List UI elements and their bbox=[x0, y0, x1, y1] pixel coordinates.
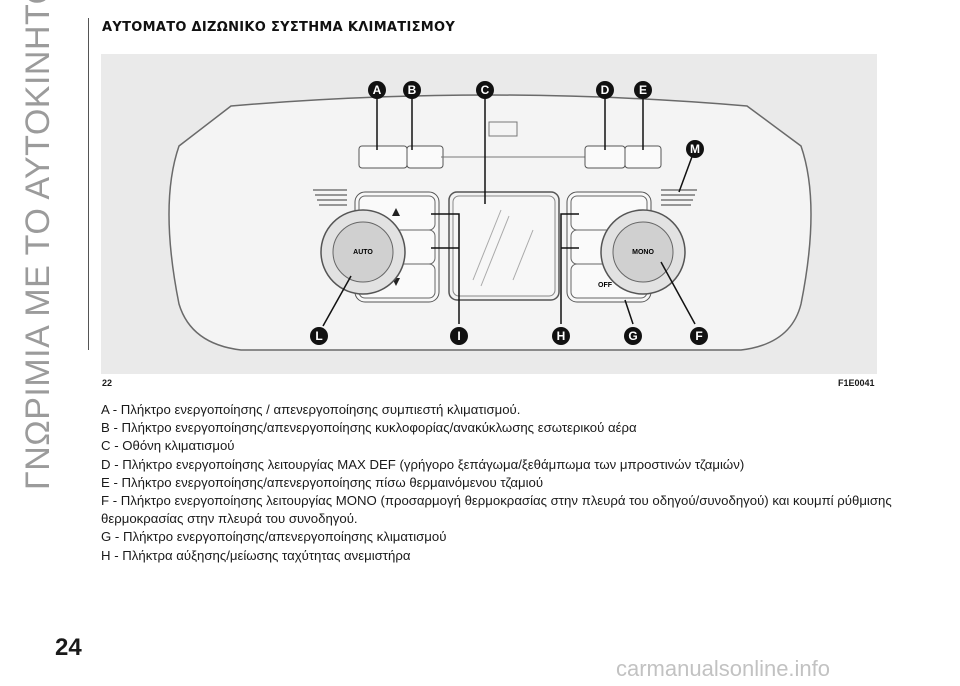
legend-item-d: D - Πλήκτρο ενεργοποίησης λειτουργίας MA… bbox=[101, 456, 745, 472]
marker-c: C bbox=[481, 83, 490, 97]
legend-item-b: B - Πλήκτρο ενεργοποίησης/απενεργοποίηση… bbox=[101, 420, 637, 436]
legend-list: A - Πλήκτρο ενεργοποίησης / απενεργοποίη… bbox=[101, 401, 921, 565]
marker-a: A bbox=[373, 83, 382, 97]
off-button-label: OFF bbox=[598, 282, 613, 289]
marker-h: H bbox=[557, 329, 566, 343]
legend-item-e: E - Πλήκτρο ενεργοποίησης/απενεργοποίηση… bbox=[101, 474, 544, 490]
marker-g: G bbox=[628, 329, 637, 343]
side-rule bbox=[88, 18, 89, 350]
marker-d: D bbox=[601, 83, 610, 97]
watermark: carmanualsonline.info bbox=[616, 656, 831, 681]
section-side-title: ΓΝΩΡΙΜΙΑ ΜΕ ΤΟ ΑΥΤΟΚΙΝΗΤΟ bbox=[19, 0, 57, 490]
climate-panel-drawing: AUTO OFF MONO bbox=[168, 81, 812, 351]
marker-b: B bbox=[408, 83, 417, 97]
marker-e: E bbox=[639, 83, 647, 97]
climate-panel-figure: AUTO OFF MONO bbox=[101, 54, 877, 374]
page-number: 24 bbox=[55, 634, 82, 661]
figure-number: 22 bbox=[102, 378, 113, 388]
knob-mono-label: MONO bbox=[632, 249, 654, 256]
legend-item-g: G - Πλήκτρο ενεργοποίησης/απενεργοποίηση… bbox=[101, 529, 447, 545]
legend-item-c: C - Οθόνη κλιματισμού bbox=[101, 438, 235, 454]
legend-item-h: H - Πλήκτρα αύξησης/μείωσης ταχύτητας αν… bbox=[101, 547, 411, 563]
legend-item-f: F - Πλήκτρο ενεργοποίησης λειτουργίας MO… bbox=[101, 493, 892, 527]
knob-auto-label: AUTO bbox=[353, 249, 373, 256]
legend-item-a: A - Πλήκτρο ενεργοποίησης / απενεργοποίη… bbox=[101, 402, 521, 417]
marker-i: I bbox=[457, 329, 460, 343]
marker-f: F bbox=[695, 329, 702, 343]
figure-code: F1E0041 bbox=[838, 378, 875, 388]
marker-m: M bbox=[690, 142, 700, 156]
page-heading: ΑΥΤΟΜΑΤΟ ΔΙΖΩΝΙΚΟ ΣΥΣΤΗΜΑ ΚΛΙΜΑΤΙΣΜΟΥ bbox=[102, 20, 456, 35]
marker-l: L bbox=[315, 329, 322, 343]
